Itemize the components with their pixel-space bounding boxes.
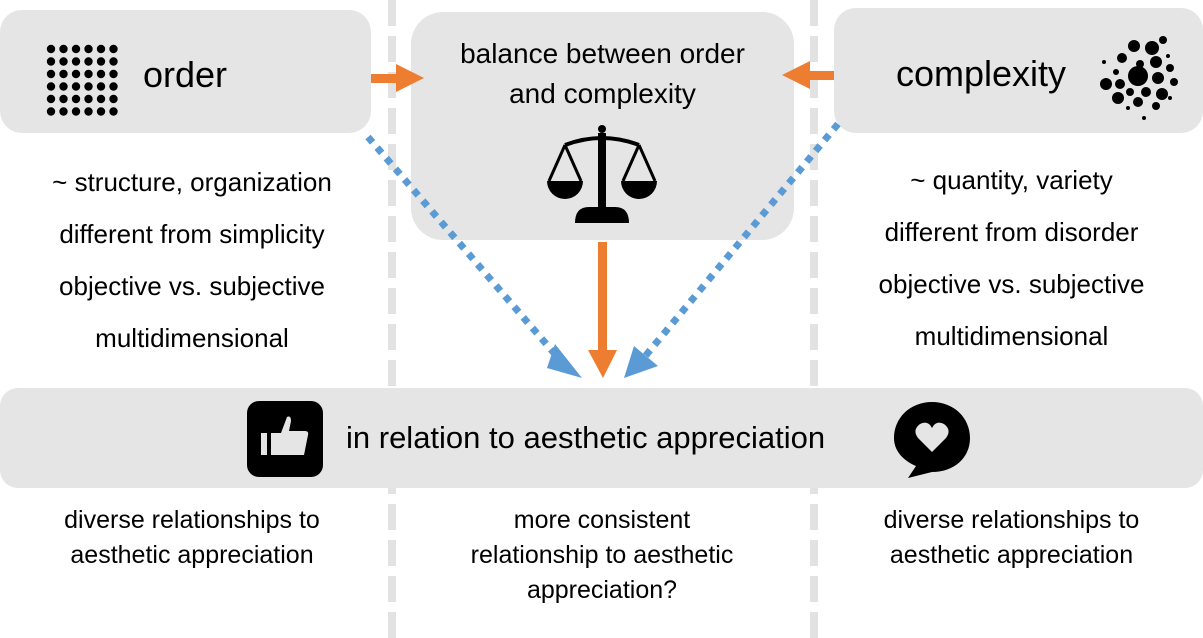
grid-dot	[59, 69, 68, 79]
column-divider-left	[388, 0, 396, 638]
thumbs-up-icon	[247, 401, 323, 477]
appreciation-label: in relation to aesthetic appreciation	[346, 420, 826, 455]
order-relationship-line: aesthetic appreciation	[70, 541, 314, 569]
balance-title-line: and complexity	[509, 78, 696, 109]
grid-dot	[59, 107, 68, 116]
order-descriptors: ~ structure, organization different from…	[0, 156, 384, 364]
grid-dot	[84, 69, 93, 79]
complexity-descriptor: ~ quantity, variety	[910, 165, 1113, 195]
grid-dot	[46, 94, 56, 104]
complexity-relationship-line: aesthetic appreciation	[889, 541, 1134, 569]
complexity-relationship: diverse relationships to aesthetic appre…	[820, 503, 1203, 573]
grid-dot	[109, 69, 118, 79]
appreciation-bar: in relation to aesthetic appreciation	[0, 388, 1203, 488]
order-descriptor: different from simplicity	[59, 219, 325, 249]
balance-relationship: more consistent relationship to aestheti…	[396, 503, 808, 608]
grid-dot	[84, 82, 93, 91]
grid-dot	[59, 44, 68, 54]
complexity-title: complexity	[896, 53, 1067, 94]
grid-dot	[71, 57, 81, 66]
complexity-descriptors: ~ quantity, variety different from disor…	[820, 154, 1203, 362]
order-relationship: diverse relationships to aesthetic appre…	[0, 503, 384, 573]
grid-dot	[96, 44, 106, 54]
complexity-relationship-line: diverse relationships to	[883, 506, 1140, 534]
grid-dot	[71, 82, 81, 91]
balance-relationship-line: more consistent	[513, 506, 691, 534]
grid-dot	[59, 82, 68, 91]
grid-dot	[59, 57, 68, 66]
grid-dot	[84, 57, 93, 66]
grid-dot	[71, 107, 81, 116]
grid-dot	[109, 57, 118, 66]
grid-dot	[96, 94, 106, 104]
grid-dot	[109, 107, 118, 116]
arrow-balance-to-appreciation	[588, 242, 617, 378]
column-divider-right	[810, 0, 818, 638]
order-descriptor: objective vs. subjective	[59, 271, 325, 301]
grid-dot	[109, 94, 118, 104]
grid-dot	[46, 69, 56, 79]
grid-dot	[46, 44, 56, 54]
dot-grid-icon	[46, 44, 118, 116]
order-descriptor: ~ structure, organization	[52, 167, 332, 197]
grid-dot	[71, 44, 81, 54]
grid-dot	[46, 82, 56, 91]
order-box: order	[0, 10, 371, 133]
order-relationship-line: diverse relationships to	[64, 506, 320, 534]
balance-relationship-line: relationship to aesthetic	[470, 541, 734, 569]
grid-dot	[109, 44, 118, 54]
balance-box: balance between order and complexity	[411, 12, 794, 240]
grid-dot	[84, 107, 93, 116]
grid-dot	[71, 69, 81, 79]
grid-dot	[96, 82, 106, 91]
dot-cluster-icon	[1100, 36, 1178, 120]
complexity-descriptor: objective vs. subjective	[878, 269, 1145, 299]
grid-dot	[71, 94, 81, 104]
balance-relationship-line: appreciation?	[526, 576, 678, 604]
complexity-descriptor: multidimensional	[914, 321, 1109, 351]
grid-dot	[84, 94, 93, 104]
grid-dot	[109, 82, 118, 91]
grid-dot	[46, 57, 56, 66]
order-descriptor: multidimensional	[95, 323, 289, 353]
grid-dot	[96, 69, 106, 79]
complexity-descriptor: different from disorder	[884, 217, 1139, 247]
balance-title-line: balance between order	[460, 38, 745, 69]
complexity-box: complexity	[834, 8, 1203, 133]
balance-title: balance between order and complexity	[411, 34, 794, 114]
order-title: order	[143, 54, 228, 95]
grid-dot	[59, 94, 68, 104]
grid-dot	[96, 107, 106, 116]
grid-dot	[46, 107, 56, 116]
scales-icon	[547, 125, 657, 223]
grid-dot	[84, 44, 93, 54]
grid-dot	[96, 57, 106, 66]
heart-speech-bubble-icon	[894, 402, 970, 478]
